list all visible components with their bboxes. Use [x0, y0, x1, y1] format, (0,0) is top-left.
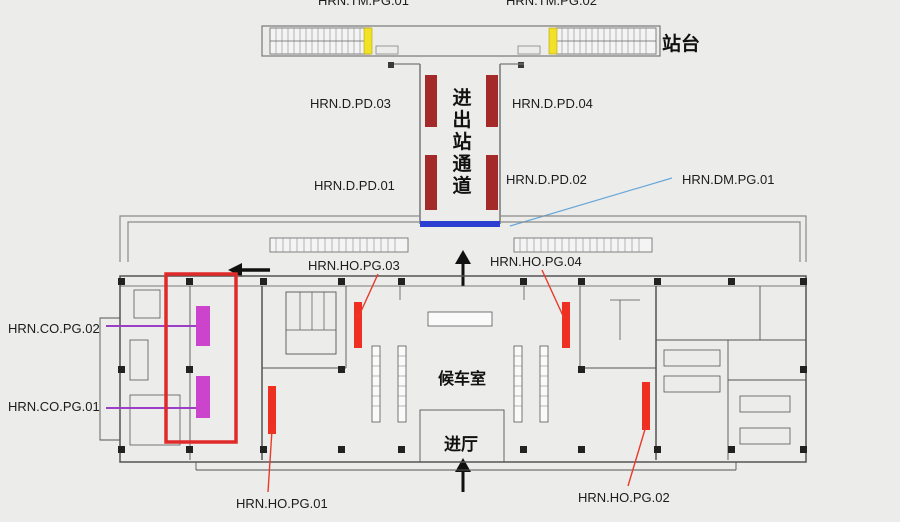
- entrance-label: 进厅: [444, 435, 478, 455]
- ho-pg-04-label: HRN.HO.PG.04: [490, 254, 582, 269]
- canopy-outline: [119, 215, 807, 262]
- dm-pg-01-label: HRN.DM.PG.01: [682, 172, 774, 187]
- tm-pg-01-label: HRN.TM.PG.01: [318, 0, 409, 8]
- concourse-stair-left: [269, 237, 409, 253]
- co-pg-01-marker: [196, 376, 210, 418]
- d-pd-03-marker: [425, 75, 437, 127]
- passage-label-char: 进: [452, 87, 471, 109]
- waiting-seats: [371, 311, 549, 423]
- ho-pg-04-leader: [541, 269, 565, 319]
- passage-label-char: 站: [452, 130, 471, 153]
- arrow-up-entrance: [455, 458, 471, 492]
- ho-pg-02-leader: [627, 425, 647, 487]
- svg-text:进出站通道: 进出站通道: [452, 87, 472, 197]
- seat-ticks: [372, 355, 548, 407]
- passage-label-char: 道: [452, 174, 471, 197]
- dm-pg-01-marker: [420, 221, 500, 227]
- dm-pg-01-leader: [509, 177, 673, 227]
- d-pd-04-marker: [486, 75, 498, 127]
- co-pg-02-marker: [196, 306, 210, 346]
- concourse-stair-right: [513, 237, 653, 253]
- ho-pg-01-marker: [268, 386, 276, 434]
- platform-area: [261, 25, 661, 68]
- main-building: [99, 275, 807, 471]
- passage-label-char: 通: [452, 153, 472, 175]
- arrow-up-to-passage: [455, 250, 471, 286]
- d-pd-01-marker: [425, 155, 437, 210]
- passage-corridor: [394, 63, 524, 227]
- passage-label-char: 出: [452, 108, 471, 131]
- d-pd-04-label: HRN.D.PD.04: [512, 96, 593, 111]
- co-pg-02-label: HRN.CO.PG.02: [8, 321, 100, 336]
- structural-columns: [118, 278, 807, 453]
- ho-pg-04-marker: [562, 302, 570, 348]
- d-pd-02-marker: [486, 155, 498, 210]
- tm-pg-02-label: HRN.TM.PG.02: [506, 0, 597, 8]
- platform-stair-right: [555, 27, 657, 55]
- ho-pg-03-leader: [357, 273, 379, 319]
- d-pd-03-label: HRN.D.PD.03: [310, 96, 391, 111]
- passage-label: 进出站通道: [452, 87, 472, 197]
- ho-pg-03-marker: [354, 302, 362, 348]
- d-pd-02-label: HRN.D.PD.02: [506, 172, 587, 187]
- waiting-hall-label: 候车室: [438, 369, 486, 388]
- ho-pg-01-leader: [267, 429, 273, 493]
- d-pd-01-label: HRN.D.PD.01: [314, 178, 395, 193]
- tm-pg-02-marker: [548, 27, 558, 55]
- highlight-box: [164, 272, 238, 444]
- arrow-left-exit: [228, 263, 270, 277]
- ho-pg-03-label: HRN.HO.PG.03: [308, 258, 400, 273]
- ho-pg-01-label: HRN.HO.PG.01: [236, 496, 328, 511]
- co-pg-01-label: HRN.CO.PG.01: [8, 399, 100, 414]
- platform-stair-left: [269, 27, 371, 55]
- ho-pg-02-marker: [642, 382, 650, 430]
- ho-pg-02-label: HRN.HO.PG.02: [578, 490, 670, 505]
- tm-pg-01-marker: [363, 27, 373, 55]
- platform-label: 站台: [662, 32, 700, 55]
